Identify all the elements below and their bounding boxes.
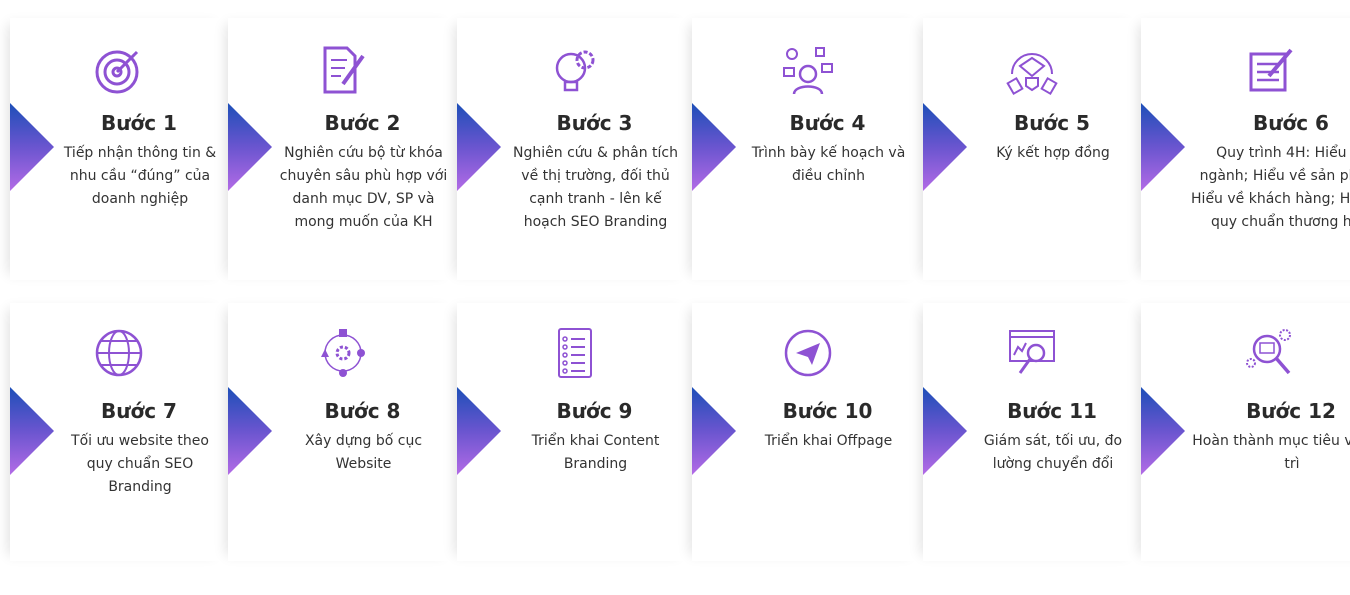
step-card-7: Bước 7 Tối ưu website theo quy chuẩn SEO…	[10, 303, 228, 561]
arrow-marker-icon	[923, 387, 967, 475]
analytics-search-icon	[1009, 330, 1055, 374]
step-description: Hoàn thành mục tiêu và duy trì	[1192, 433, 1350, 472]
step-card-8: Bước 8 Xây dựng bố cục Website	[228, 303, 457, 561]
step-description: Triển khai Content Branding	[531, 433, 660, 472]
arrow-marker-icon	[228, 387, 272, 475]
step-description: Triển khai Offpage	[764, 433, 893, 449]
step-card-2: Bước 2 Nghiên cứu bộ từ khóa chuyên sâu …	[228, 18, 457, 280]
step-title: Bước 4	[789, 111, 866, 135]
step-description: Giám sát, tối ưu, đo lường chuyển đổi	[983, 433, 1123, 472]
arrow-marker-icon	[692, 103, 736, 191]
step-title: Bước 8	[324, 399, 401, 423]
target-icon	[95, 50, 139, 94]
step-card-9: Bước 9 Triển khai Content Branding	[457, 303, 692, 561]
step-description: Quy trình 4H: Hiểu về ngành; Hiểu về sản…	[1191, 145, 1350, 230]
document-pen-icon	[323, 46, 365, 94]
step-title: Bước 10	[782, 399, 873, 423]
step-card-3: Bước 3 Nghiên cứu & phân tích về thị trư…	[457, 18, 692, 280]
workflow-gear-icon	[320, 329, 365, 377]
arrow-marker-icon	[457, 103, 501, 191]
arrow-marker-icon	[1141, 387, 1185, 475]
arrow-marker-icon	[10, 103, 54, 191]
step-title: Bước 1	[101, 111, 177, 135]
bulb-gear-icon	[555, 50, 594, 92]
step-title: Bước 7	[101, 399, 177, 423]
step-card-5: Bước 5 Ký kết hợp đồng	[923, 18, 1141, 280]
step-description: Nghiên cứu & phân tích về thị trường, đố…	[513, 145, 678, 230]
step-description: Ký kết hợp đồng	[996, 145, 1110, 161]
step-title: Bước 11	[1007, 399, 1097, 423]
arrow-marker-icon	[923, 103, 967, 191]
step-description: Trình bày kế hoạch và điều chỉnh	[751, 145, 906, 184]
arrow-marker-icon	[228, 103, 272, 191]
step-title: Bước 9	[556, 399, 633, 423]
step-description: Tiếp nhận thông tin & nhu cầu “đúng” của…	[63, 145, 217, 207]
step-card-6: Bước 6 Quy trình 4H: Hiểu về ngành; Hiểu…	[1141, 18, 1350, 280]
step-description: Tối ưu website theo quy chuẩn SEO Brandi…	[71, 433, 209, 495]
step-title: Bước 3	[556, 111, 633, 135]
step-title: Bước 2	[324, 111, 401, 135]
arrow-marker-icon	[10, 387, 54, 475]
presenter-icon	[782, 47, 833, 95]
step-description: Nghiên cứu bộ từ khóa chuyên sâu phù hợp…	[279, 145, 448, 230]
step-title: Bước 12	[1246, 399, 1336, 423]
arrow-marker-icon	[692, 387, 736, 475]
checklist-icon	[557, 328, 592, 378]
step-title: Bước 5	[1014, 111, 1090, 135]
edit-note-icon	[1249, 48, 1293, 92]
step-card-12: Bước 12 Hoàn thành mục tiêu và duy trì	[1141, 303, 1350, 561]
step-card-4: Bước 4 Trình bày kế hoạch và điều chỉnh	[692, 18, 923, 280]
handshake-icon	[1006, 53, 1058, 96]
arrow-marker-icon	[457, 387, 501, 475]
arrow-marker-icon	[1141, 103, 1185, 191]
step-card-10: Bước 10 Triển khai Offpage	[692, 303, 923, 561]
step-card-11: Bước 11 Giám sát, tối ưu, đo lường chuyể…	[923, 303, 1141, 561]
globe-icon	[95, 329, 143, 377]
step-title: Bước 6	[1253, 111, 1329, 135]
search-gear-icon	[1246, 329, 1291, 375]
step-description: Xây dựng bố cục Website	[304, 433, 423, 472]
step-card-1: Bước 1 Tiếp nhận thông tin & nhu cầu “đú…	[10, 18, 228, 280]
send-icon	[784, 329, 831, 377]
